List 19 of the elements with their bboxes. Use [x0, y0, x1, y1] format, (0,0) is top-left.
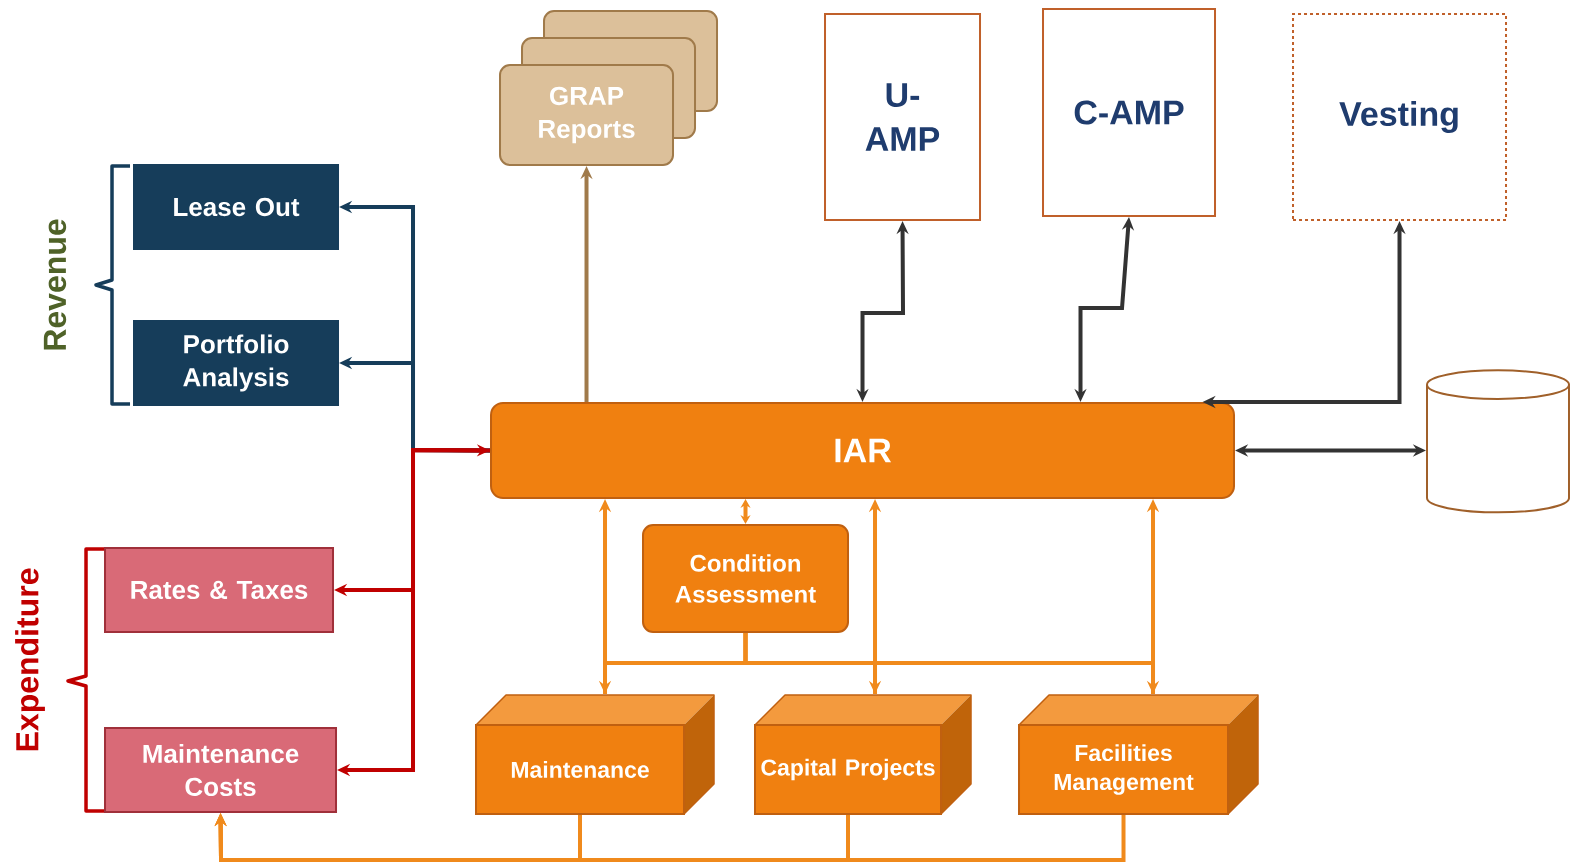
connector-line: [743, 633, 1155, 694]
register-bar: IAR: [490, 402, 1235, 499]
document-box: C-AMP: [1042, 8, 1216, 217]
arrow: [740, 499, 751, 524]
node-label: Reports: [539, 119, 635, 144]
block-box: Capital Projects: [754, 694, 972, 815]
process-box: Portfolio Analysis: [133, 320, 339, 406]
block-box: Maintenance: [475, 694, 715, 815]
database-cylinder: [1426, 369, 1570, 514]
document-stack: GRAP Reports: [499, 10, 718, 166]
block-box: Facilities Management: [1018, 694, 1259, 815]
process-box: Condition Assessment: [642, 524, 849, 633]
cost-box: Rates & Taxes: [104, 547, 334, 633]
section-label: Expenditure: [15, 568, 45, 751]
cost-box: Maintenance Costs: [104, 727, 337, 813]
document-box: Vesting: [1292, 13, 1507, 221]
document-box: U-AMP: [824, 13, 981, 221]
process-box: Lease Out: [133, 164, 339, 250]
section-label: Revenue: [43, 219, 67, 350]
